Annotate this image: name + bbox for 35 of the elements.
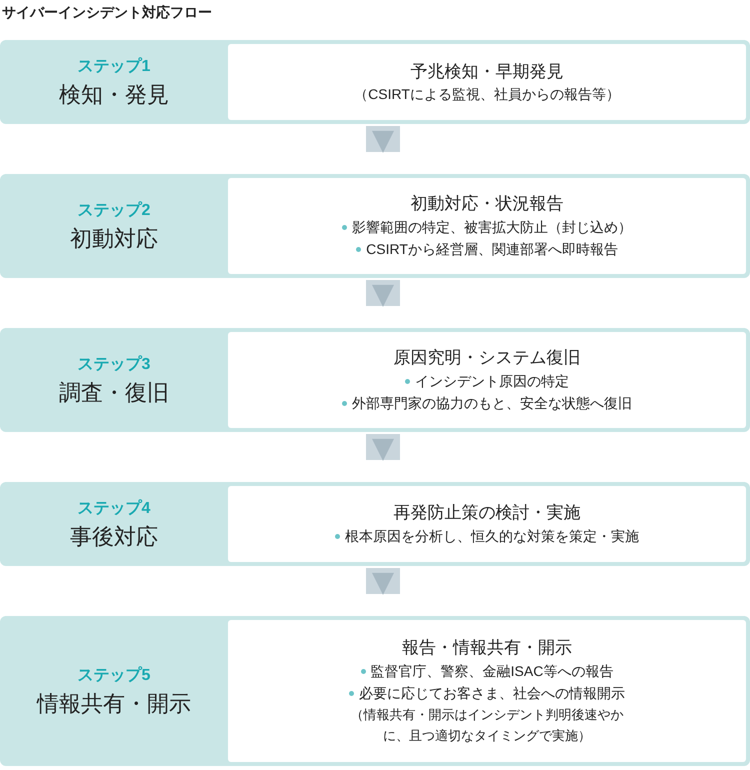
step-number: ステップ5 — [78, 665, 150, 686]
step-name: 事後対応 — [70, 523, 158, 551]
step-panel — [0, 616, 750, 766]
step-number: ステップ2 — [78, 200, 150, 222]
detail-heading: 予兆検知・早期発見 — [410, 60, 564, 82]
bullet-text: CSIRTから経営層、関連部署へ即時報告 — [366, 240, 618, 259]
step-panel — [0, 482, 750, 566]
bullet-text: 必要に応じてお客さま、社会への情報開示 — [359, 684, 625, 703]
note-text: （CSIRTによる監視、社員からの報告等） — [354, 84, 620, 104]
detail-box — [228, 620, 746, 762]
bullet-text: 監督官庁、警察、金融ISAC等への報告 — [370, 662, 614, 681]
step-number: ステップ4 — [78, 498, 150, 520]
step-number: ステップ3 — [78, 354, 150, 376]
detail-box — [228, 44, 746, 120]
bullet-text: 影響範囲の特定、被害拡大防止（封じ込め） — [352, 218, 632, 237]
step-panel — [0, 174, 750, 278]
bullet-text: 根本原因を分析し、恒久的な対策を策定・実施 — [345, 527, 639, 546]
detail-box — [228, 178, 746, 274]
step-name: 初動対応 — [70, 225, 158, 253]
step-name: 検知・発見 — [59, 81, 169, 109]
diagram-title: サイバーインシデント対応フロー — [2, 3, 212, 22]
detail-box — [228, 486, 746, 562]
note-text: （情報共有・開示はインシデント判明後速やかに、且つ適切なタイミングで実施） — [350, 706, 624, 745]
detail-box — [228, 332, 746, 428]
bullet-text: 外部専門家の協力のもと、安全な状態へ復旧 — [352, 394, 632, 413]
step-name: 情報共有・開示 — [37, 690, 191, 718]
step-panel — [0, 40, 750, 124]
detail-heading: 初動対応・状況報告 — [410, 193, 564, 215]
detail-heading: 報告・情報共有・開示 — [402, 637, 572, 659]
detail-heading: 原因究明・システム復旧 — [394, 347, 580, 369]
bullet-text: インシデント原因の特定 — [415, 372, 569, 391]
step-panel — [0, 328, 750, 432]
step-name: 調査・復旧 — [59, 379, 169, 407]
step-number: ステップ1 — [78, 56, 150, 78]
detail-heading: 再発防止策の検討・実施 — [394, 502, 580, 524]
